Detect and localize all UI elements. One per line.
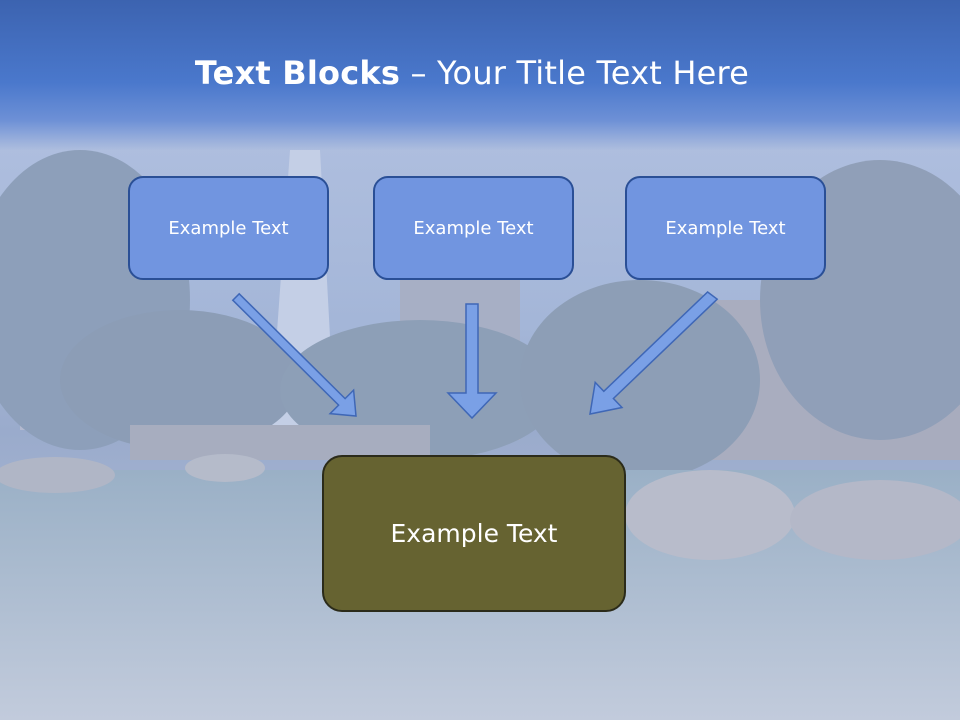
slide-title: Text Blocks – Your Title Text Here (0, 54, 944, 92)
text-block-right[interactable]: Example Text (625, 176, 826, 280)
text-block-left-label: Example Text (168, 217, 289, 239)
text-block-bottom[interactable]: Example Text (322, 455, 626, 612)
title-band (0, 0, 960, 150)
text-block-center[interactable]: Example Text (373, 176, 574, 280)
slide-title-rest: – Your Title Text Here (400, 54, 750, 92)
arrow-left-icon (231, 292, 357, 417)
text-block-bottom-label: Example Text (390, 519, 558, 548)
text-block-right-label: Example Text (665, 217, 786, 239)
arrow-right-icon (589, 291, 719, 415)
slide-title-bold: Text Blocks (194, 54, 401, 92)
arrow-center-icon (446, 303, 498, 420)
text-block-center-label: Example Text (413, 217, 534, 239)
text-block-left[interactable]: Example Text (128, 176, 329, 280)
